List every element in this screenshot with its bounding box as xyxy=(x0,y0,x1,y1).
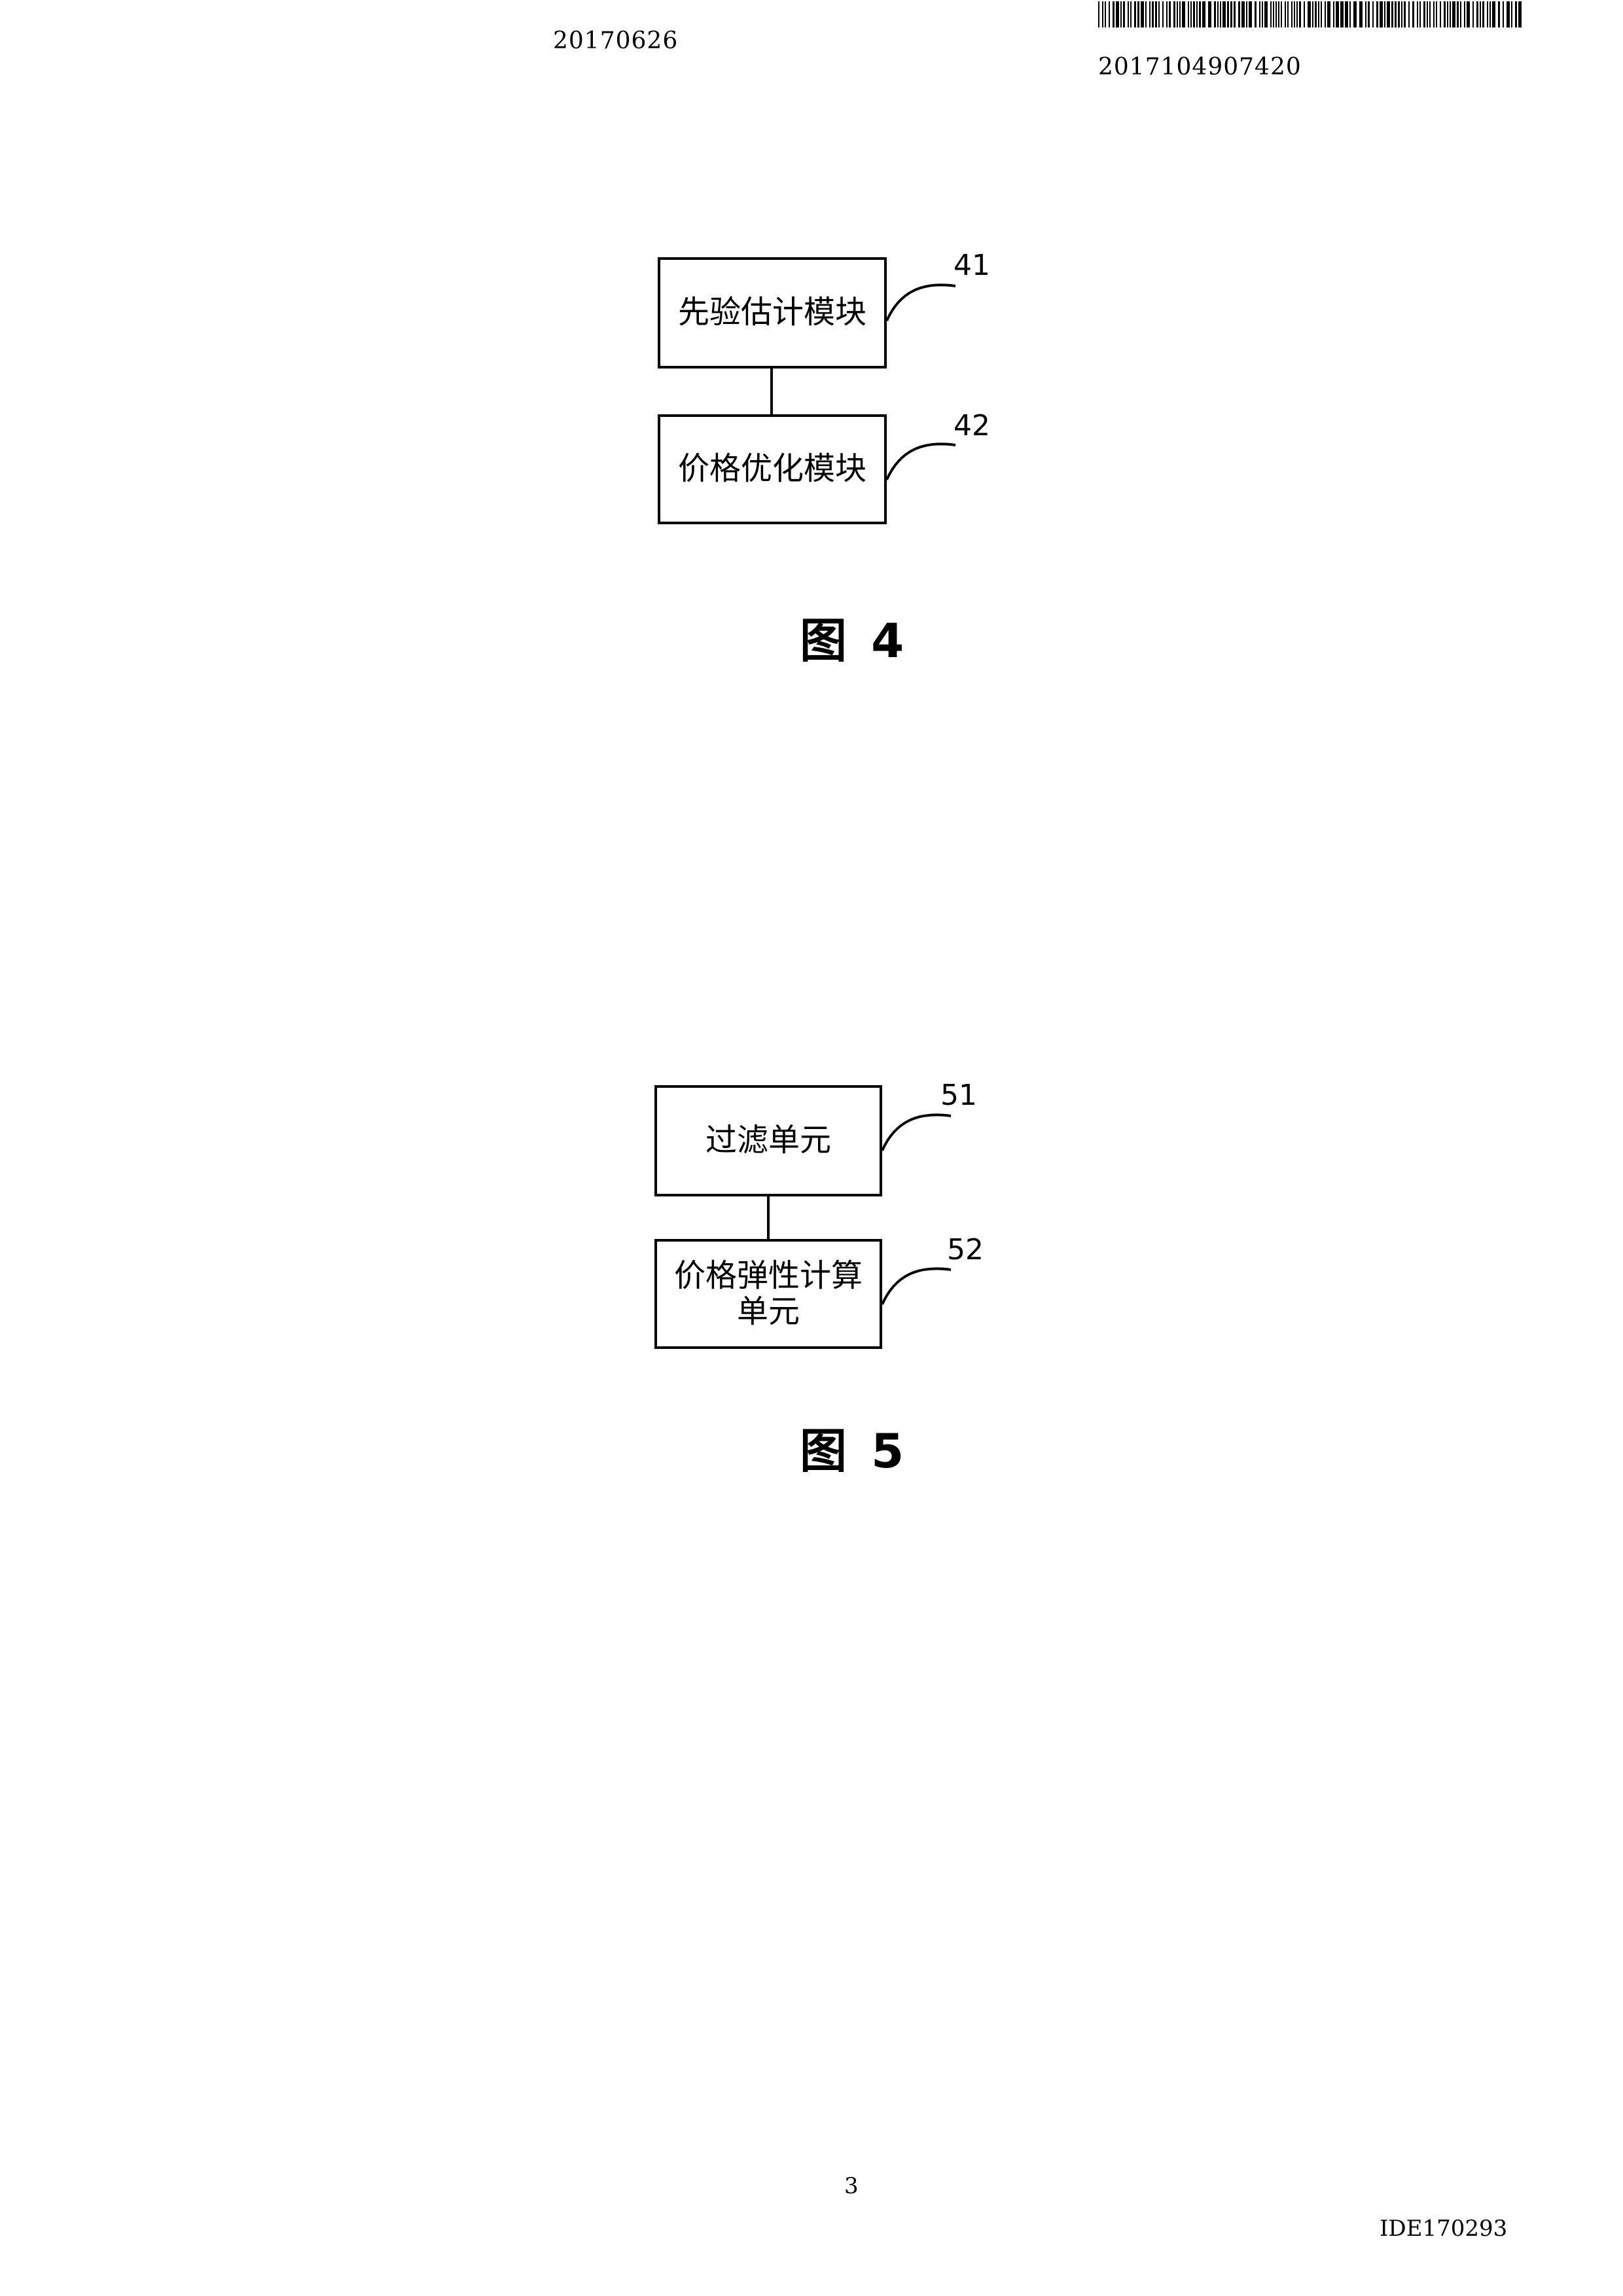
box-label-line-1: 价格弹性计算 xyxy=(673,1257,863,1294)
leader-line xyxy=(885,283,956,321)
box-label: 过滤单元 xyxy=(705,1122,831,1159)
reference-numeral-51: 51 xyxy=(940,1079,977,1112)
box-label: 价格优化模块 xyxy=(677,450,866,488)
document-date: 20170626 xyxy=(553,27,679,54)
barcode-icon xyxy=(1098,1,1522,27)
box-label: 先验估计模块 xyxy=(677,294,866,331)
reference-numeral-42: 42 xyxy=(954,409,990,442)
box-filter-unit: 过滤单元 xyxy=(654,1085,882,1196)
figure-4-caption: 图 4 xyxy=(800,613,908,668)
connector-line xyxy=(770,368,773,416)
box-label-line-2: 单元 xyxy=(736,1293,800,1330)
reference-numeral-41: 41 xyxy=(954,249,990,282)
box-price-optimization-module: 价格优化模块 xyxy=(658,414,887,524)
document-code: IDE170293 xyxy=(1380,2215,1508,2242)
leader-line xyxy=(885,442,956,480)
application-number: 2017104907420 xyxy=(1098,54,1302,81)
figure-5-caption: 图 5 xyxy=(800,1424,908,1479)
reference-numeral-52: 52 xyxy=(947,1233,984,1266)
box-prior-estimation-module: 先验估计模块 xyxy=(658,257,887,368)
leader-line xyxy=(881,1113,952,1151)
box-price-elasticity-calculation-unit: 价格弹性计算 单元 xyxy=(654,1239,882,1349)
connector-line xyxy=(767,1196,770,1240)
leader-line xyxy=(881,1267,952,1305)
page-number: 3 xyxy=(844,2173,859,2199)
